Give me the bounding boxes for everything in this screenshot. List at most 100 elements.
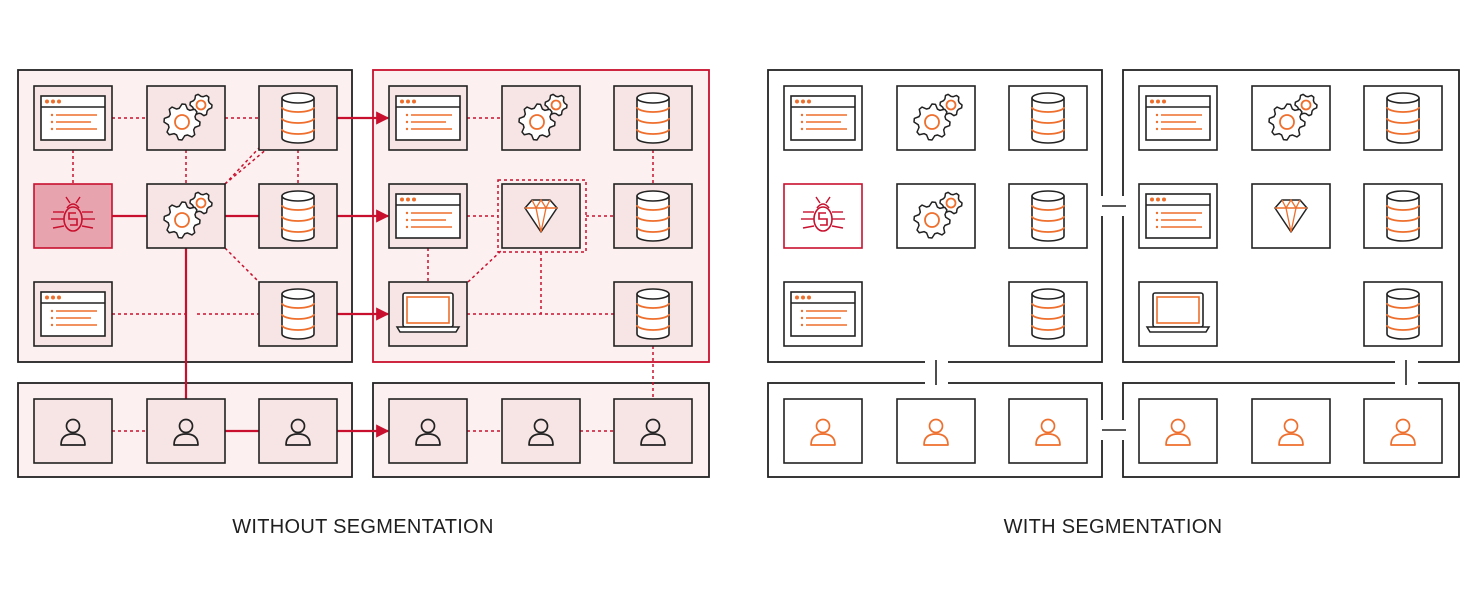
application-window-icon: [40, 95, 106, 141]
asset-highlight: [497, 179, 587, 253]
node-u2: [896, 398, 976, 464]
user-icon: [1165, 418, 1191, 446]
database-icon: [636, 190, 670, 242]
gears-icon: [518, 93, 568, 141]
node-rd1: [1363, 85, 1443, 151]
user-icon: [923, 418, 949, 446]
bug-icon: [801, 196, 845, 232]
node-rg1: [1251, 85, 1331, 151]
node-d3: [1008, 281, 1088, 347]
node-a2: [33, 281, 113, 347]
node-g2: [896, 183, 976, 249]
user-icon: [810, 418, 836, 446]
dotted-connection: [224, 147, 260, 185]
node-box: [1251, 398, 1331, 464]
node-rd2: [613, 183, 693, 249]
node-rg1: [501, 85, 581, 151]
node-box: [783, 183, 863, 249]
laptop-icon: [395, 292, 461, 333]
diamond-icon: [524, 198, 558, 233]
bug-icon: [51, 196, 95, 232]
node-g1: [896, 85, 976, 151]
database-icon: [1031, 92, 1065, 144]
node-box: [1138, 398, 1218, 464]
links-layer: [72, 111, 654, 438]
node-box: [146, 398, 226, 464]
user-icon: [1035, 418, 1061, 446]
node-box: [33, 398, 113, 464]
node-box: [501, 398, 581, 464]
gears-icon: [163, 191, 213, 239]
node-u6: [1363, 398, 1443, 464]
database-icon: [1386, 288, 1420, 340]
node-d3: [258, 281, 338, 347]
node-box: [896, 398, 976, 464]
node-box: [1363, 398, 1443, 464]
user-icon: [285, 418, 311, 446]
node-rd3: [1363, 281, 1443, 347]
user-icon: [415, 418, 441, 446]
application-window-icon: [1145, 193, 1211, 239]
gears-icon: [1268, 93, 1318, 141]
database-icon: [281, 92, 315, 144]
node-g1: [146, 85, 226, 151]
node-u4: [388, 398, 468, 464]
node-u2: [146, 398, 226, 464]
node-box: [1008, 398, 1088, 464]
dotted-connection: [467, 249, 503, 283]
gears-icon: [163, 93, 213, 141]
database-icon: [636, 92, 670, 144]
panel-without-segmentation: [17, 69, 710, 478]
node-d1: [258, 85, 338, 151]
node-u3: [1008, 398, 1088, 464]
user-icon: [1390, 418, 1416, 446]
database-icon: [1031, 288, 1065, 340]
node-d1: [1008, 85, 1088, 151]
node-laptop: [1138, 281, 1218, 347]
node-a1: [33, 85, 113, 151]
application-window-icon: [790, 95, 856, 141]
database-icon: [1386, 190, 1420, 242]
node-box: [258, 398, 338, 464]
caption-without-segmentation: WITHOUT SEGMENTATION: [232, 516, 494, 538]
database-icon: [281, 288, 315, 340]
user-icon: [173, 418, 199, 446]
node-box: [613, 398, 693, 464]
node-diamond: [1251, 183, 1331, 249]
node-u1: [783, 398, 863, 464]
node-box: [33, 183, 113, 249]
application-window-icon: [40, 291, 106, 337]
application-window-icon: [395, 95, 461, 141]
application-window-icon: [1145, 95, 1211, 141]
node-ra2: [388, 183, 468, 249]
node-u6: [613, 398, 693, 464]
caption-with-segmentation: WITH SEGMENTATION: [1003, 516, 1223, 538]
node-rd3: [613, 281, 693, 347]
gears-icon: [913, 93, 963, 141]
dotted-connection: [224, 247, 260, 283]
node-ra2: [1138, 183, 1218, 249]
node-laptop: [388, 281, 468, 347]
node-a2: [783, 281, 863, 347]
database-icon: [636, 288, 670, 340]
node-bug: [33, 183, 113, 249]
node-ra1: [388, 85, 468, 151]
user-icon: [60, 418, 86, 446]
user-icon: [528, 418, 554, 446]
node-rd2: [1363, 183, 1443, 249]
database-icon: [281, 190, 315, 242]
node-box: [388, 398, 468, 464]
application-window-icon: [790, 291, 856, 337]
panel-with-segmentation: [767, 69, 1460, 478]
node-rd1: [613, 85, 693, 151]
user-icon: [640, 418, 666, 446]
node-g2: [146, 183, 226, 249]
node-diamond: [501, 183, 581, 249]
node-u5: [1251, 398, 1331, 464]
gears-icon: [913, 191, 963, 239]
node-bug: [783, 183, 863, 249]
application-window-icon: [395, 193, 461, 239]
node-u4: [1138, 398, 1218, 464]
database-icon: [1031, 190, 1065, 242]
